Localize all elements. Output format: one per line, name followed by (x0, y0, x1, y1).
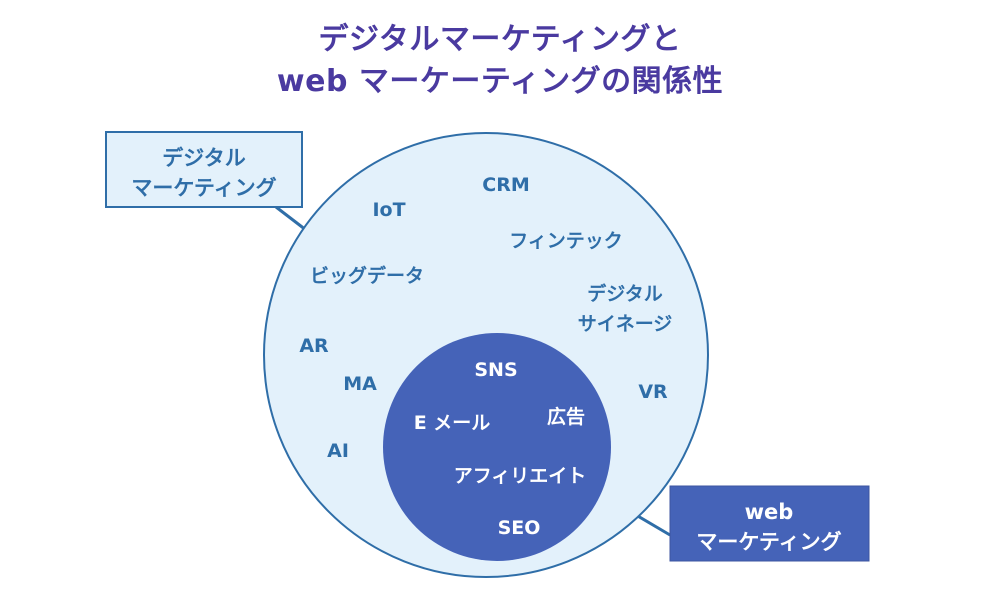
item-digital-signage-line-2: サイネージ (578, 313, 673, 335)
item-fintech: フィンテック (509, 230, 623, 252)
web-marketing-circle (383, 333, 611, 561)
item-digital-signage-line-1: デジタル (587, 282, 663, 305)
item-sns: SNS (474, 359, 517, 381)
web-marketing-box-line-2: マーケティング (696, 530, 841, 554)
item-affiliate: アフィリエイト (454, 465, 587, 487)
digital-marketing-box-line-2: マーケティング (131, 176, 276, 200)
item-ar: AR (299, 335, 329, 357)
digital-marketing-box-line-1: デジタル (162, 146, 246, 170)
title-line-2: web マーケーティングの関係性 (276, 64, 724, 99)
digital-marketing-box (105, 131, 303, 208)
item-advertising: 広告 (547, 405, 585, 428)
item-ai: AI (327, 440, 349, 462)
item-seo: SEO (498, 517, 541, 539)
item-ma: MA (343, 373, 377, 395)
web-marketing-box (669, 485, 870, 562)
web-marketing-box-line-1: web (745, 500, 794, 524)
title-line-1: デジタルマーケティングと (318, 22, 682, 57)
item-crm: CRM (482, 174, 529, 196)
outer-connector-line (275, 205, 307, 232)
item-vr: VR (638, 381, 668, 403)
item-big-data: ビッグデータ (310, 264, 424, 287)
item-email: E メール (414, 412, 491, 434)
item-iot: IoT (372, 199, 405, 221)
